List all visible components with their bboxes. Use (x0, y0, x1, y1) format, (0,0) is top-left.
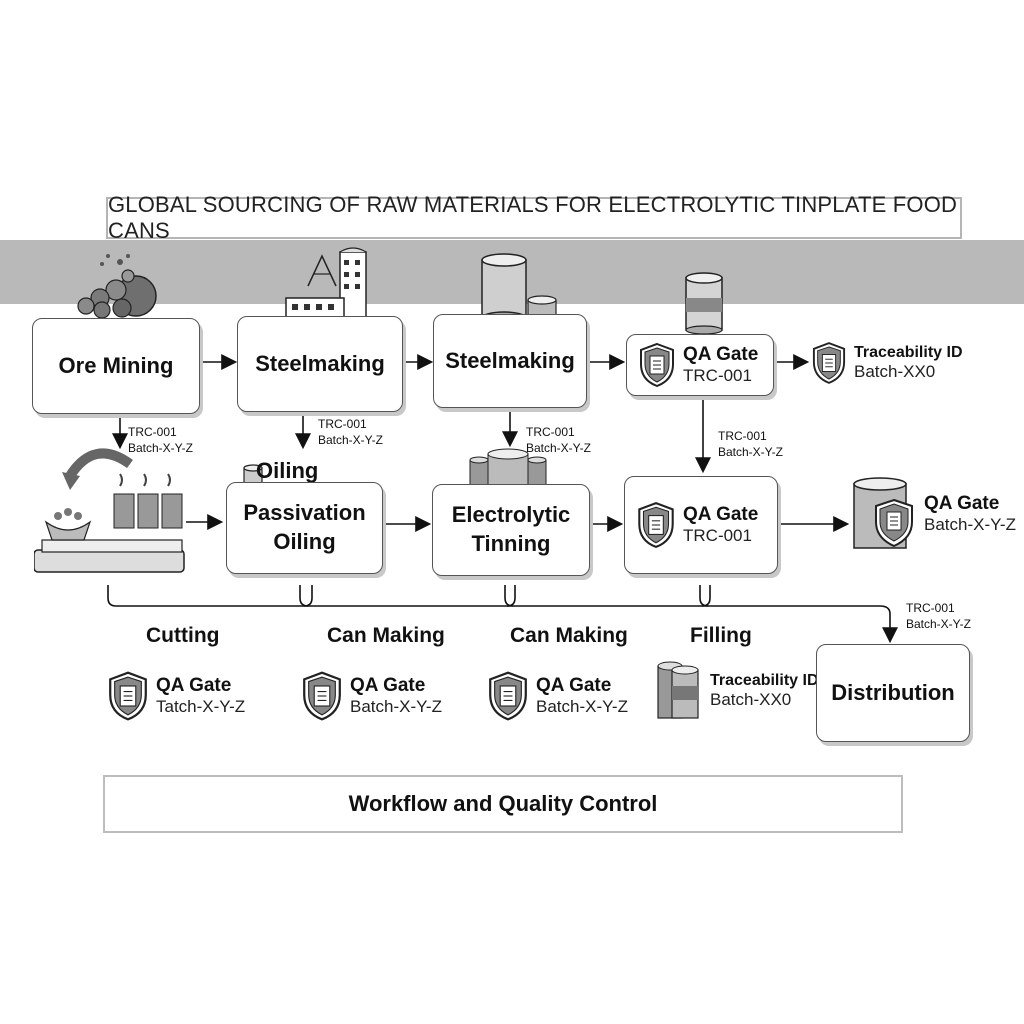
qa-code: Batch-X-Y-Z (536, 697, 628, 716)
qa-code: Batch-X-Y-Z (924, 515, 1016, 534)
node-label: Ore Mining (58, 352, 174, 378)
label-can-making-1: Can Making (327, 624, 445, 647)
shield-checklist-icon (109, 671, 147, 721)
qa-title: QA Gate (683, 344, 759, 365)
label-filling: Filling (690, 624, 752, 647)
qa-code: TRC-001 (683, 366, 752, 385)
node-ore-mining: Ore Mining (32, 318, 200, 414)
footer-caption: Workflow and Quality Control (103, 775, 903, 833)
label-can-making-2: Can Making (510, 624, 628, 647)
node-label: Steelmaking (445, 347, 575, 373)
node-label: Distribution (831, 679, 955, 705)
trace-title: Traceability ID (854, 344, 963, 361)
node-label: Oiling (273, 529, 336, 554)
can-qa-gate: QA Gate Batch-X-Y-Z (850, 476, 1016, 552)
shield-checklist-icon (812, 342, 846, 384)
qa-title: QA Gate (536, 675, 612, 696)
qa-code: TRC-001 (683, 526, 752, 545)
qa-title: QA Gate (683, 504, 759, 525)
stacked-cans-icon (657, 661, 699, 719)
label-cutting: Cutting (146, 624, 220, 647)
shield-checklist-icon (489, 671, 527, 721)
node-qa-gate-2: QA Gate TRC-001 (624, 476, 778, 574)
node-label: Passivation (243, 500, 366, 526)
trace-title: Traceability ID (710, 672, 819, 689)
ore-pile-icon (77, 254, 157, 319)
qa-title: QA Gate (924, 493, 1000, 514)
node-label: Steelmaking (255, 350, 385, 376)
steel-plant-icon (285, 247, 367, 319)
node-label: Electrolytic (451, 502, 571, 528)
traceability-id-1: Traceability ID Batch-XX0 (812, 340, 963, 386)
shield-checklist-icon (640, 342, 674, 388)
factory-machine-icon (34, 448, 185, 573)
trace-code: Batch-XX0 (854, 362, 936, 381)
can-shield-icon (853, 477, 913, 549)
node-steelmaking-1: Steelmaking (237, 316, 403, 412)
qa-code: Tatch-X-Y-Z (156, 697, 246, 716)
node-label: Tinning (471, 531, 551, 556)
node-steelmaking-2: Steelmaking (433, 314, 587, 408)
shield-checklist-icon (303, 671, 341, 721)
label-oiling: Oiling (256, 458, 319, 483)
qa-title: QA Gate (156, 675, 232, 696)
bracket (107, 585, 898, 644)
can-icon (685, 272, 723, 334)
node-qa-gate-1: QA Gate TRC-001 (626, 334, 774, 396)
diagram-title: GLOBAL SOURCING OF RAW MATERIALS FOR ELE… (106, 192, 962, 243)
shield-checklist-icon (638, 501, 674, 549)
trace-code: Batch-XX0 (710, 690, 792, 709)
node-distribution: Distribution (816, 644, 970, 742)
qa-code: Batch-X-Y-Z (350, 697, 442, 716)
qa-title: QA Gate (350, 675, 426, 696)
